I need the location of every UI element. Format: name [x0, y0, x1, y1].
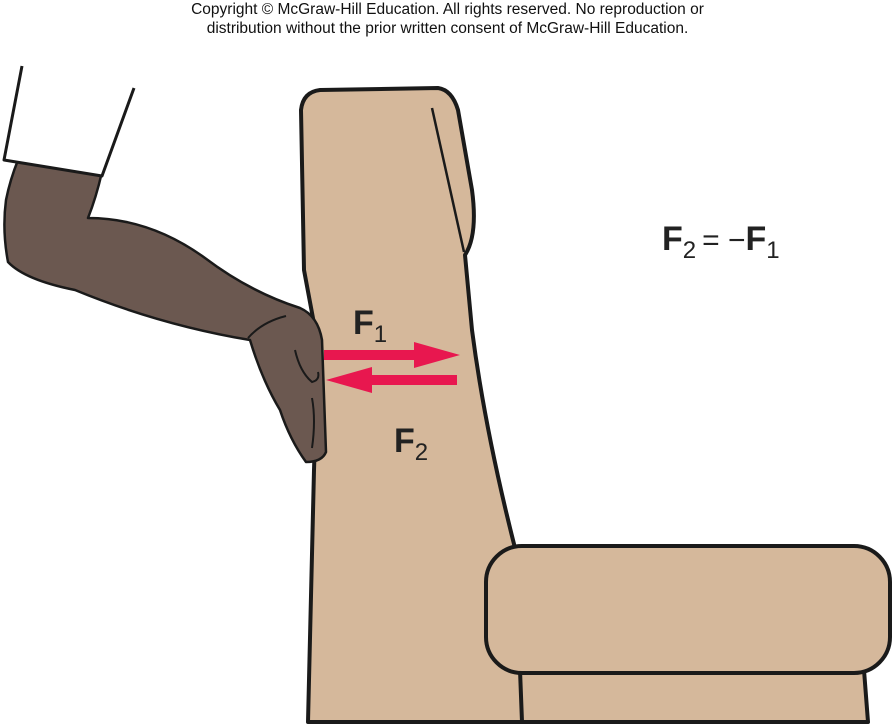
seat-back-crease [430, 107, 466, 253]
sleeve [2, 65, 136, 178]
arm [3, 158, 328, 464]
equation-label: F2= −F1 [662, 220, 780, 264]
wrist-line [247, 315, 287, 339]
copyright-line-2: distribution without the prior written c… [206, 20, 689, 37]
armrest [484, 544, 892, 675]
f1-label: F1 [353, 304, 387, 348]
copyright-notice: Copyright © McGraw-Hill Education. All r… [0, 0, 895, 38]
seat-cushion-base [518, 668, 870, 724]
finger-line [311, 397, 315, 449]
f2-label: F2 [394, 422, 428, 466]
copyright-line-1: Copyright © McGraw-Hill Education. All r… [191, 1, 704, 18]
seat-back [299, 86, 532, 724]
force-arrow-f2 [326, 367, 457, 393]
thumb-line [294, 349, 320, 384]
force-arrow-f1 [324, 342, 460, 368]
